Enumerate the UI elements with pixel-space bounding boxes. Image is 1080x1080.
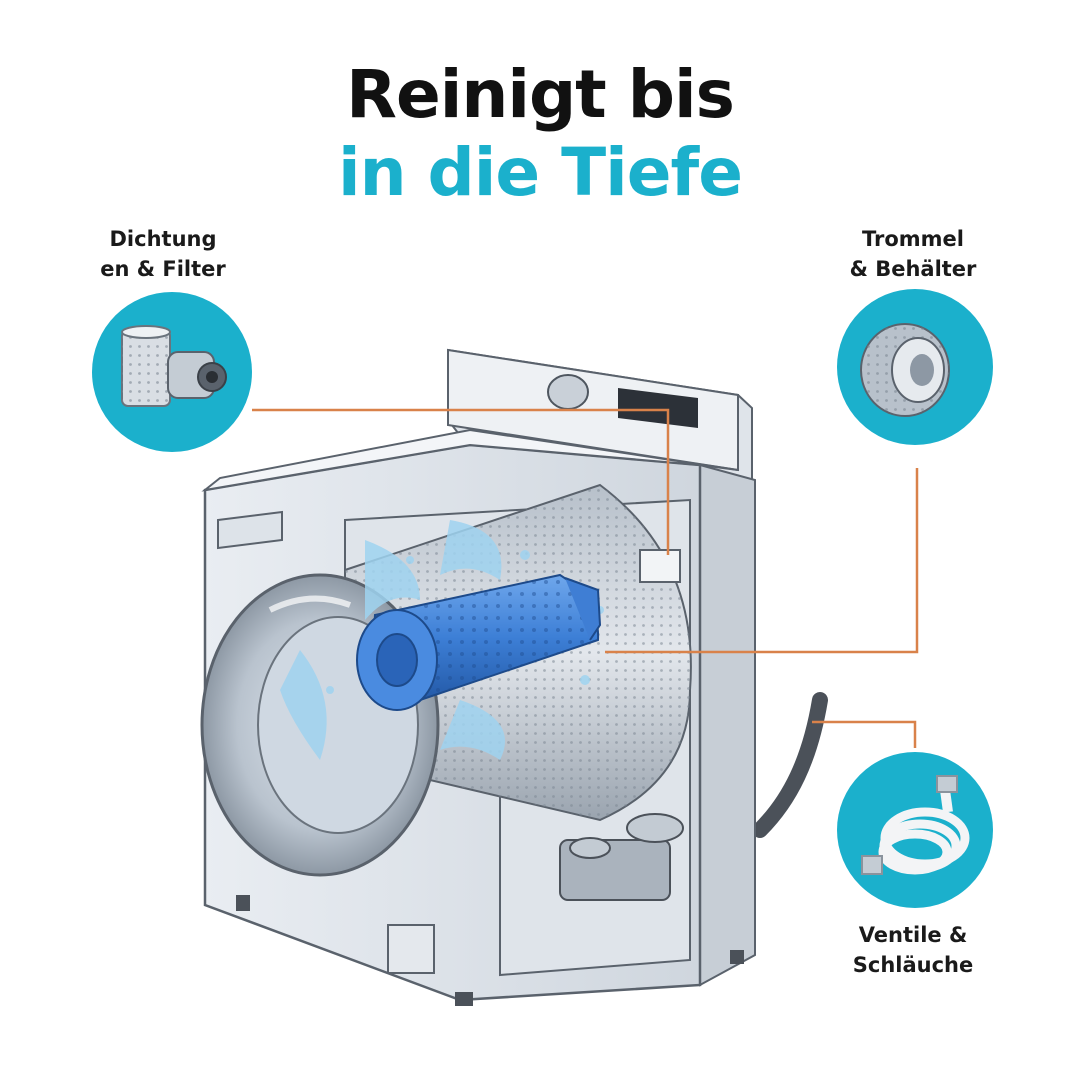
cleaner-cartridge — [356, 573, 602, 711]
display-panel — [618, 388, 698, 428]
water-splash — [280, 520, 604, 760]
detergent-drawer — [217, 510, 283, 550]
filter-cartridge-icon — [121, 325, 227, 407]
callout-circle-hoses — [837, 752, 993, 908]
leader-line-seals — [252, 408, 670, 555]
callout-label-line: & Behälter — [849, 257, 977, 281]
leader-line-drum — [605, 468, 919, 654]
leader-line-hoses — [812, 720, 917, 748]
callout-label-line: Schläuche — [852, 953, 974, 977]
leader-lines — [252, 408, 919, 748]
callout-label-line: en & Filter — [100, 257, 226, 281]
control-knob-icon — [547, 374, 589, 410]
hose-icon — [861, 775, 970, 875]
callout-label-valves-hoses: Ventile & Schläuche — [828, 920, 998, 980]
callout-circle-seals — [92, 292, 252, 452]
side-panel — [699, 463, 756, 987]
drum-icon — [860, 323, 950, 417]
callout-circle-drum — [837, 289, 993, 445]
callout-label-line: Ventile & — [858, 923, 968, 947]
headline-line-2: in die Tiefe — [337, 134, 743, 211]
drain-hose — [752, 692, 828, 838]
callout-label-drum-container: Trommel & Behälter — [828, 224, 998, 284]
callout-label-seals-filters: Dichtung en & Filter — [78, 224, 248, 284]
callout-label-line: Dichtung — [109, 227, 217, 251]
headline-line-1: Reinigt bis — [346, 56, 735, 133]
detergent-container — [639, 549, 681, 583]
service-hatch — [387, 924, 435, 974]
callout-label-line: Trommel — [861, 227, 964, 251]
